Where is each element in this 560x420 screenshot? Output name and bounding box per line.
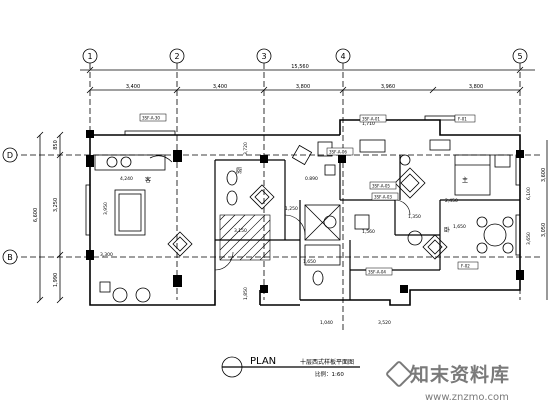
callout-tag: F-02 (461, 264, 470, 269)
stair-hatch (219, 214, 271, 261)
left-dimension: 3,250 (53, 198, 59, 212)
room-dimension: 3,950 (103, 202, 109, 215)
round-table-chairs (476, 216, 514, 254)
axis-label-3: 3 (261, 52, 266, 61)
top-dimension-ticks (86, 66, 524, 94)
left-dimension-ticks (36, 131, 64, 304)
room-dimension: 6,100 (526, 187, 532, 200)
left-dimension-texts: 6,600 850 3,250 1,990 3,600 3,050 (33, 140, 547, 287)
carpet-patterns (167, 167, 448, 260)
interior-walls (214, 155, 520, 300)
room-dimension: 1,650 (453, 224, 466, 230)
top-dimension: 3,960 (381, 84, 395, 90)
callout-tags: 3SF-A-30 3SF-A-01 F-01 3SF-A-05 3SF-A-03… (139, 113, 479, 276)
room-label: 卧 (444, 226, 450, 234)
room-dimension: 1,710 (362, 121, 375, 127)
axis-label-d: D (7, 151, 13, 160)
room-dimension: 3,720 (243, 142, 249, 155)
structural-columns (86, 130, 524, 293)
top-dimension: 3,400 (126, 84, 140, 90)
callout-tag: 3SF-A-01 (362, 117, 380, 122)
plan-scale: 比例：1:60 (315, 370, 344, 378)
elevator-core (304, 204, 341, 266)
top-dimension: 3,400 (213, 84, 227, 90)
room-dimension: 3,150 (234, 228, 247, 234)
room-dimension: 1,650 (303, 259, 316, 265)
callout-tag: 3SF-A-06 (329, 150, 347, 155)
right-dimension: 3,600 (541, 168, 547, 182)
room-dimension: 0.890 (305, 176, 318, 182)
room-label: 客 (145, 176, 151, 184)
watermark-url: www.znzmo.com (425, 392, 509, 403)
right-dimension: 3,050 (541, 223, 547, 237)
armchairs (99, 281, 151, 303)
left-dimension: 850 (53, 140, 59, 150)
left-axis-bubbles: D B (2, 147, 18, 265)
room-dimension: 1,040 (320, 320, 333, 326)
room-dimension: 4,240 (120, 176, 133, 182)
dining-table (114, 189, 146, 236)
plan-label: PLAN (250, 356, 276, 367)
watermark-brand: 知末资料库 (410, 364, 511, 386)
callout-tag: 3SF-A-05 (372, 184, 390, 189)
bed (454, 154, 511, 196)
room-label: 主 (462, 176, 468, 184)
room-dimension-texts: 1,710 4,240 3,950 3,300 0.890 3,150 2,45… (100, 121, 532, 326)
left-axis-lines (12, 154, 540, 258)
left-total-dimension: 6,600 (33, 208, 39, 222)
callout-tag: 3SF-A-03 (374, 195, 392, 200)
room-dimension: 3,520 (378, 320, 391, 326)
axis-label-b: B (7, 253, 13, 262)
top-dimension: 3,800 (296, 84, 310, 90)
top-total-dimension: 15,560 (291, 64, 309, 70)
room-dimension: 2,450 (445, 198, 458, 204)
plan-name: 十层西式样板平面图 (300, 358, 354, 366)
top-axis-bubbles: 1 2 3 4 5 (82, 48, 528, 64)
top-dimension-texts: 15,560 3,400 3,400 3,800 3,960 3,800 (126, 64, 483, 90)
axis-label-4: 4 (340, 52, 345, 61)
callout-tag: 3SF-A-04 (368, 270, 386, 275)
room-dimension: 1,250 (285, 206, 298, 212)
bath-fixtures (226, 139, 451, 286)
room-labels: 客 厨 主 卧 (145, 168, 468, 234)
room-dimension: 1,850 (243, 287, 249, 300)
sofa-set (94, 154, 173, 171)
callout-tag: 3SF-A-30 (142, 116, 160, 121)
callout-tag: F-01 (458, 117, 467, 122)
room-dimension: 3,650 (526, 232, 532, 245)
axis-label-1: 1 (87, 52, 92, 61)
axis-label-5: 5 (517, 52, 522, 61)
room-label: 厨 (236, 168, 242, 175)
room-dimension: 3,300 (100, 252, 113, 258)
room-dimension: 1,350 (408, 214, 421, 220)
room-dimension: 1,560 (362, 229, 375, 235)
left-dimension: 1,990 (53, 273, 59, 287)
top-dimension: 3,800 (469, 84, 483, 90)
armchairs-mid (291, 141, 423, 246)
axis-label-2: 2 (174, 52, 179, 61)
